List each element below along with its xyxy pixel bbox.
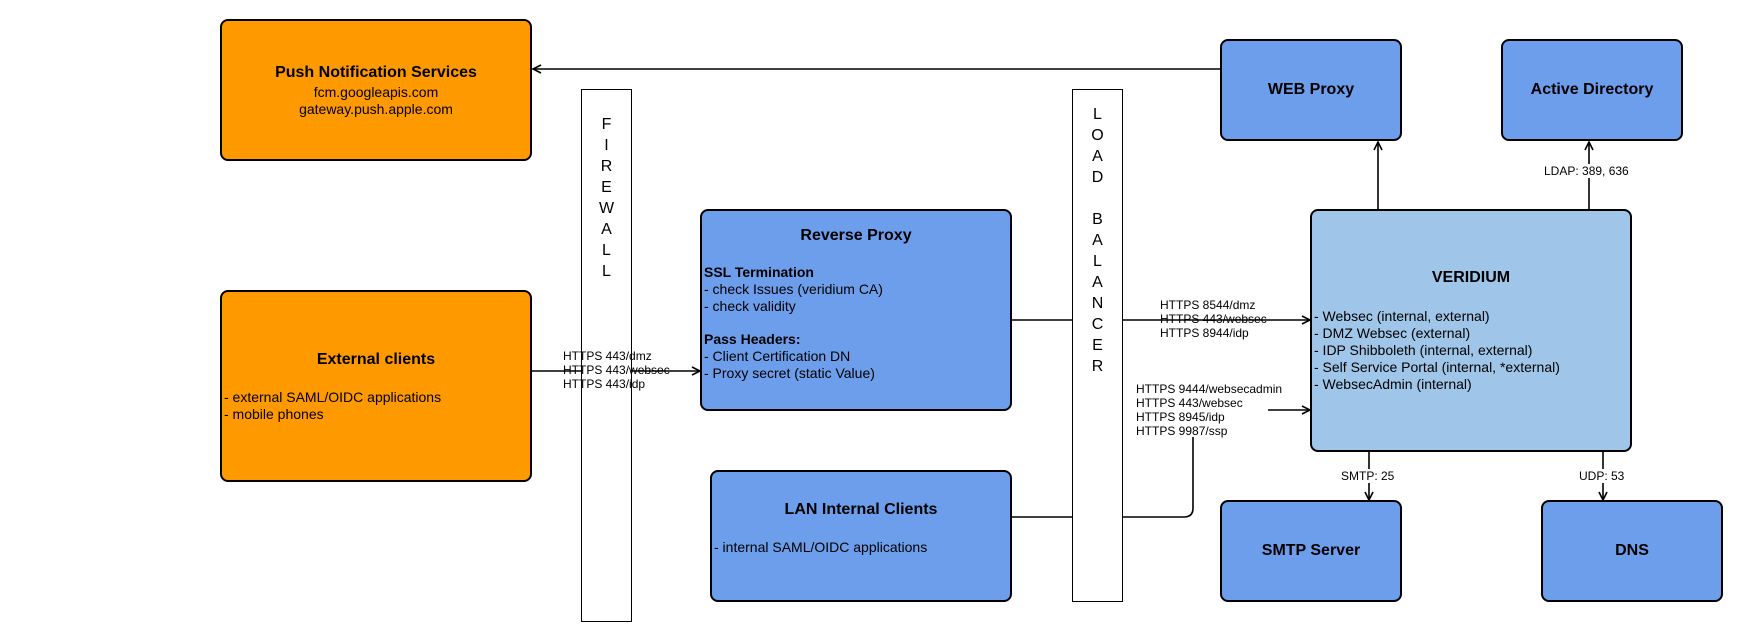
lan-internal-clients-box: LAN Internal Clients - internal SAML/OID… (710, 470, 1012, 602)
veridium-line-idp: - IDP Shibboleth (internal, external) (1314, 342, 1533, 358)
headers-line-dn: - Client Certification DN (704, 348, 851, 364)
push-line-apple: gateway.push.apple.com (299, 101, 453, 117)
reverse-proxy-box: Reverse Proxy SSL Termination - check Is… (700, 209, 1012, 411)
external-title: External clients (316, 351, 436, 368)
external-to-reverse-label: HTTPS 443/dmz HTTPS 443/websec HTTPS 443… (563, 349, 670, 391)
external-line-saml: - external SAML/OIDC applications (224, 389, 442, 405)
veridium-line-ssp: - Self Service Portal (internal, *extern… (1314, 359, 1560, 375)
active-directory-title: Active Directory (1530, 81, 1654, 98)
veridium-line-admin: - WebsecAdmin (internal) (1314, 376, 1472, 392)
veridium-box: VERIDIUM - Websec (internal, external) -… (1310, 209, 1632, 452)
push-notification-services-box: Push Notification Services fcm.googleapi… (220, 19, 532, 161)
smtp-server-title: SMTP Server (1261, 542, 1361, 559)
arrow-lan-to-veridium (1012, 437, 1194, 518)
udp-port-label: UDP: 53 (1577, 469, 1627, 483)
push-title: Push Notification Services (275, 64, 477, 81)
web-proxy-title: WEB Proxy (1267, 81, 1355, 98)
lan-line-saml: - internal SAML/OIDC applications (714, 539, 928, 555)
push-line-fcm: fcm.googleapis.com (313, 84, 439, 100)
ssl-line-validity: - check validity (704, 298, 796, 314)
active-directory-box: Active Directory (1501, 39, 1683, 141)
veridium-line-dmz: - DMZ Websec (external) (1314, 325, 1471, 341)
external-clients-box: External clients - external SAML/OIDC ap… (220, 290, 532, 482)
lan-title: LAN Internal Clients (784, 501, 938, 518)
smtp-server-box: SMTP Server (1220, 500, 1402, 602)
pass-headers-heading: Pass Headers: (704, 331, 801, 347)
web-proxy-box: WEB Proxy (1220, 39, 1402, 141)
veridium-title: VERIDIUM (1431, 269, 1511, 286)
lan-to-veridium-label: HTTPS 9444/websecadmin HTTPS 443/websec … (1136, 382, 1283, 438)
veridium-line-websec: - Websec (internal, external) (1314, 308, 1490, 324)
dns-box: DNS (1541, 500, 1723, 602)
external-line-mobile: - mobile phones (224, 406, 324, 422)
dns-title: DNS (1615, 542, 1649, 559)
smtp-port-label: SMTP: 25 (1339, 469, 1397, 483)
ssl-termination-heading: SSL Termination (704, 264, 814, 280)
reverse-to-veridium-label: HTTPS 8544/dmz HTTPS 443/websec HTTPS 89… (1160, 298, 1267, 340)
reverse-proxy-title: Reverse Proxy (800, 227, 912, 244)
ssl-line-issues: - check Issues (veridium CA) (704, 281, 883, 297)
ldap-label: LDAP: 389, 636 (1542, 164, 1631, 178)
headers-line-secret: - Proxy secret (static Value) (704, 365, 875, 381)
